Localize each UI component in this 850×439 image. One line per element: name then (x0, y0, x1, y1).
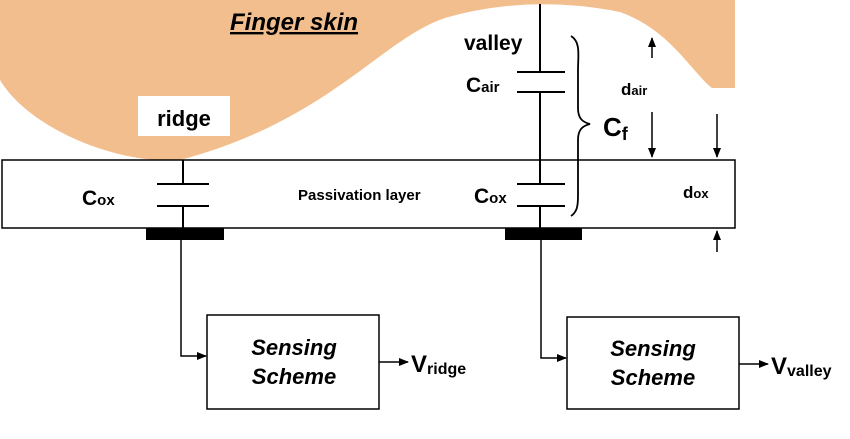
valley-sensing-line1: Sensing (610, 336, 696, 361)
ridge-label-box (138, 96, 230, 136)
ridge-sensing-box (206, 314, 380, 410)
valley-electrode (505, 228, 582, 240)
dox-label: dox (683, 183, 709, 202)
valley-sensing-box (566, 316, 740, 410)
v-valley-label: Vvalley (771, 353, 832, 380)
cair-label: Cair (466, 74, 500, 97)
cox-right-label: Cox (474, 185, 507, 208)
cf-brace (570, 35, 591, 217)
cox-left-label: Cox (82, 187, 115, 210)
valley-wire (540, 240, 567, 362)
ridge-sensing-line2: Scheme (252, 364, 336, 389)
valley-label: valley (464, 32, 523, 55)
passivation-layer (1, 159, 736, 229)
finger-skin-title: Finger skin (230, 9, 358, 36)
ridge-sensing-line1: Sensing (251, 335, 337, 360)
ridge-wire (180, 240, 207, 360)
valley-capacitor-chain (517, 4, 565, 228)
passivation-label: Passivation layer (298, 187, 421, 204)
dair-label: dair (621, 80, 647, 99)
valley-sensing-line2: Scheme (611, 365, 695, 390)
ridge-electrode (146, 228, 224, 240)
ridge-label: ridge (157, 106, 211, 131)
v-ridge-label: Vridge (411, 351, 466, 378)
cf-label: Cf (603, 112, 629, 144)
ridge-capacitor (157, 160, 209, 230)
